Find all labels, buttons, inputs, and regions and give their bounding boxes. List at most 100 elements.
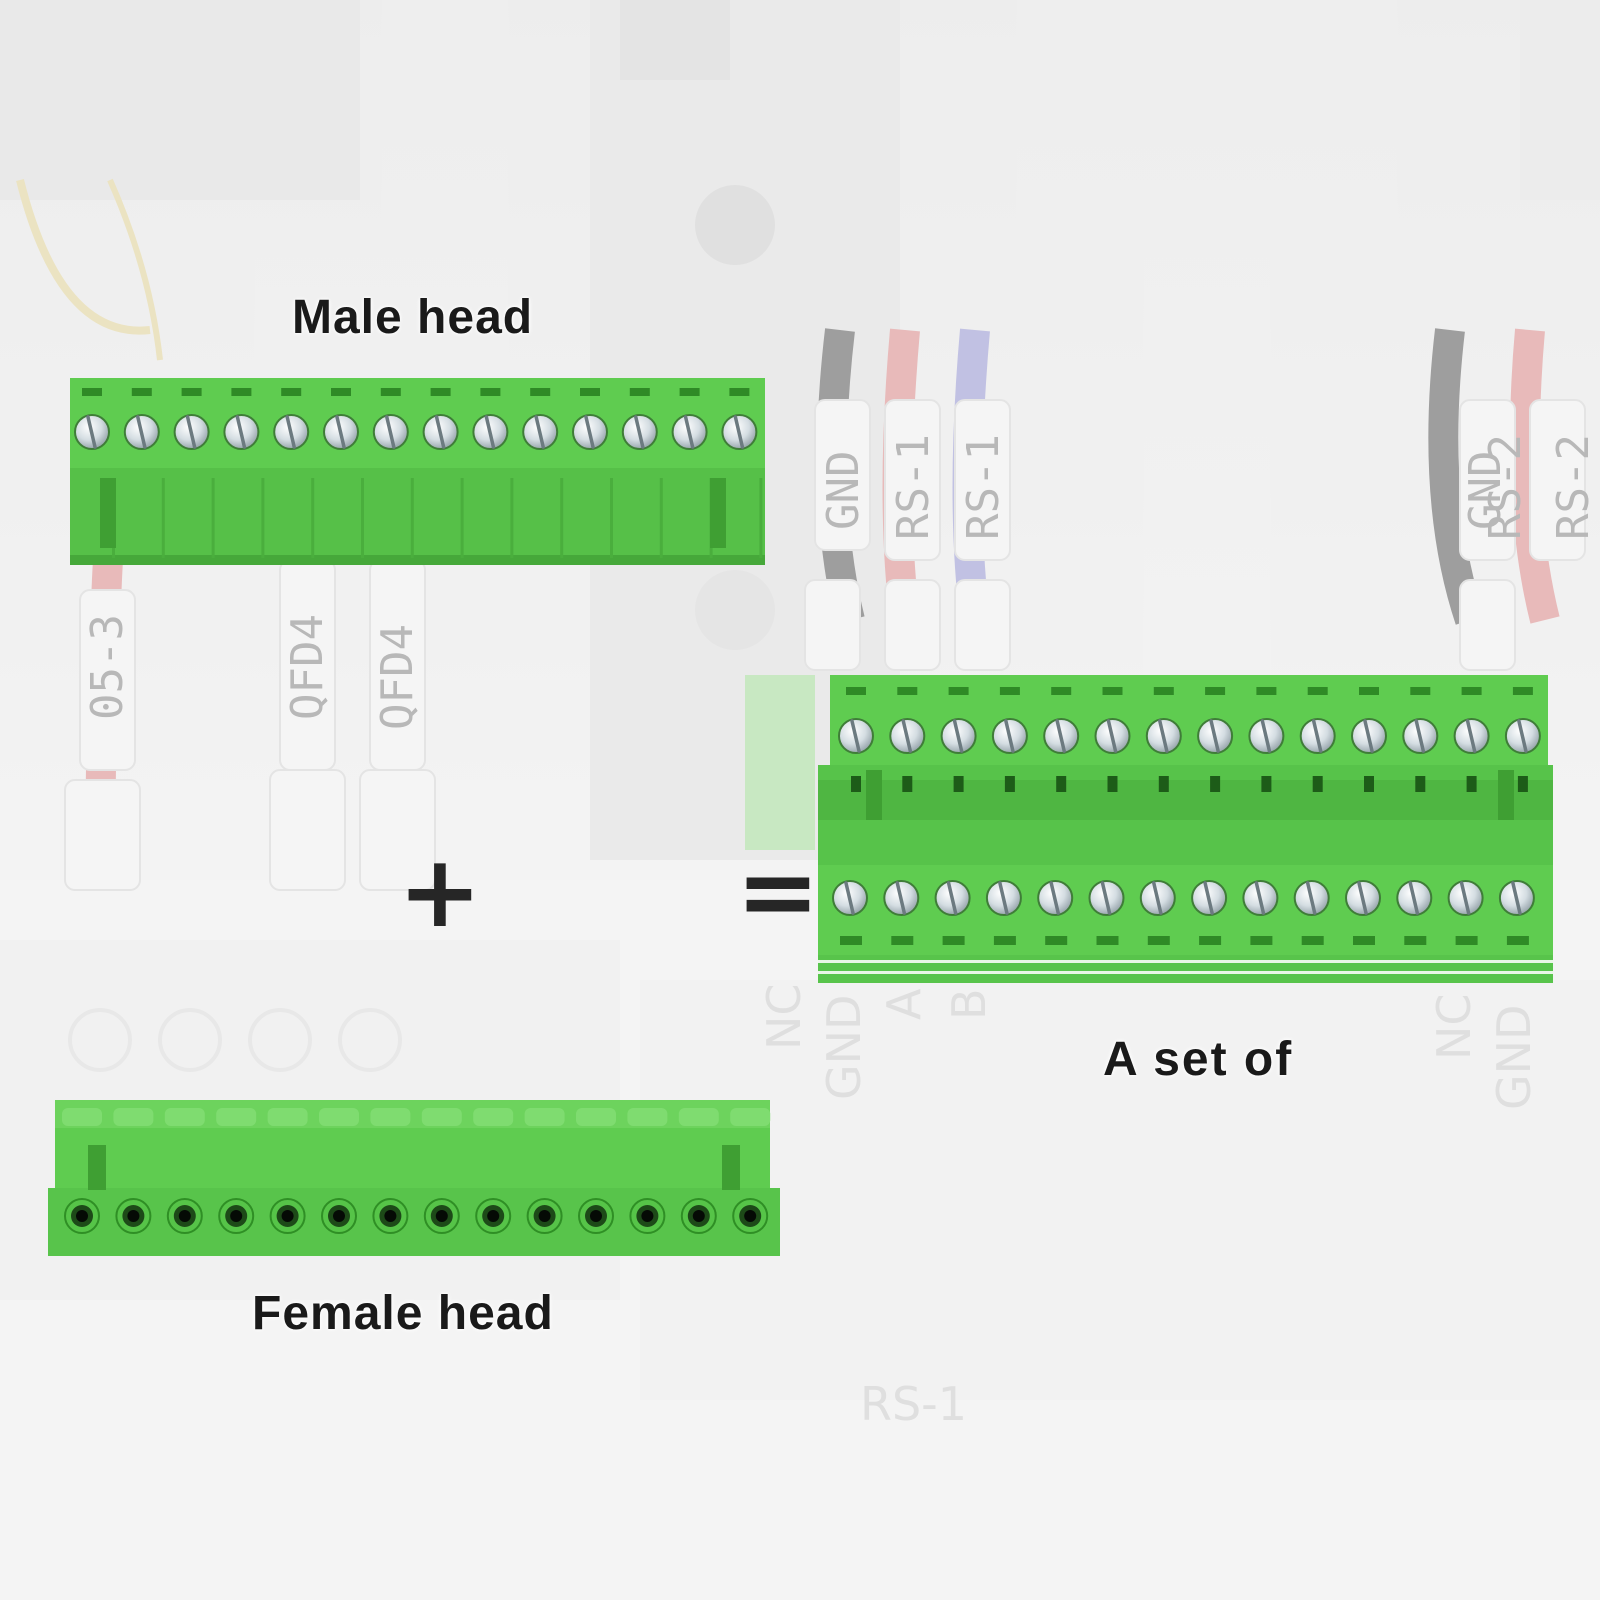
terminal-divider [510, 478, 514, 558]
pin-slot [1158, 776, 1169, 792]
terminal-slot [380, 388, 401, 396]
bg-sleeve-label: RS-1 [958, 434, 1009, 540]
terminal-divider [311, 478, 315, 558]
socket-hole-icon [218, 1198, 255, 1234]
screw-icon [1190, 879, 1228, 917]
terminal-slot [1051, 687, 1072, 695]
terminal-slot [999, 687, 1020, 695]
terminal-divider [211, 478, 215, 558]
socket-cap [730, 1108, 771, 1126]
screw-icon [1241, 879, 1280, 917]
bg-terminal-label: RS-1 [860, 1377, 967, 1431]
female-head-connector [48, 1100, 780, 1256]
screw-icon [322, 413, 360, 451]
screw-icon [933, 879, 972, 917]
screw-icon [720, 413, 759, 451]
socket-cap [216, 1108, 257, 1126]
bg-terminal-label: GND [817, 995, 871, 1100]
socket-cap [473, 1108, 514, 1126]
bg-sleeve-label: GND [818, 451, 869, 530]
terminal-slot [1359, 687, 1379, 695]
screw-icon [1350, 717, 1388, 755]
terminal-divider [460, 478, 464, 558]
screw-icon [172, 413, 211, 451]
terminal-slot [480, 388, 501, 396]
male-head-connector [70, 378, 765, 565]
terminal-slot [679, 388, 700, 396]
screw-icon [670, 413, 709, 451]
socket-cap [113, 1108, 154, 1126]
screw-icon [1344, 879, 1382, 917]
socket-cap [678, 1108, 719, 1126]
screw-icon [1292, 879, 1331, 917]
screw-icon [1452, 717, 1491, 755]
terminal-slot [1102, 687, 1123, 695]
socket-hole-icon [578, 1198, 614, 1234]
bg-sleeve-label: RS-2 [1480, 434, 1531, 540]
terminal-divider [361, 478, 364, 558]
terminal-slot [181, 388, 202, 396]
terminal-slot [629, 388, 650, 396]
socket-hole-icon [680, 1198, 717, 1234]
socket-cap [319, 1108, 359, 1126]
terminal-slot [430, 388, 451, 396]
terminal-divider [161, 478, 165, 558]
terminal-slot [281, 388, 302, 396]
socket-cap [421, 1108, 462, 1126]
socket-hole-icon [732, 1198, 769, 1234]
plus-sign: + [398, 833, 482, 950]
terminal-divider [610, 478, 613, 558]
screw-icon [1139, 879, 1177, 917]
socket-cap [576, 1108, 616, 1126]
socket-hole-icon [629, 1198, 666, 1234]
screw-icon [73, 413, 111, 451]
terminal-slot [1455, 936, 1478, 945]
set-label: A set of [1103, 1033, 1294, 1086]
pin-slot [1261, 776, 1272, 792]
terminal-slot [1096, 936, 1119, 945]
bg-sleeve-label: RS-1 [888, 434, 939, 540]
pin-slot [1004, 776, 1015, 792]
socket-hole-icon [166, 1198, 203, 1234]
screw-icon [421, 413, 460, 451]
terminal-slot [530, 388, 551, 396]
screw-icon [1298, 717, 1337, 755]
screw-icon [1401, 717, 1440, 755]
socket-hole-icon [423, 1198, 460, 1234]
screw-icon [272, 413, 310, 451]
socket-hole-icon [526, 1198, 563, 1234]
bg-terminal-label: B [942, 988, 996, 1020]
terminal-slot [1153, 687, 1174, 695]
terminal-slot [897, 687, 918, 695]
screw-icon [1395, 879, 1434, 917]
assembled-connector-set [818, 675, 1553, 983]
bg-sleeve-label: QFD4 [282, 614, 333, 720]
bg-sleeve-label: QFD4 [372, 624, 423, 730]
terminal-divider [410, 478, 414, 558]
bg-terminal-label: GND [1487, 1005, 1541, 1110]
pin-slot [1056, 776, 1067, 792]
terminal-slot [993, 936, 1016, 945]
screw-icon [1196, 717, 1234, 755]
terminal-divider [659, 478, 663, 558]
screw-icon [372, 413, 410, 451]
screw-icon [1036, 879, 1074, 917]
screw-icon [882, 879, 921, 917]
screw-icon [985, 879, 1023, 917]
pin-slot [1364, 776, 1374, 792]
terminal-slot [331, 388, 351, 396]
bg-terminal-label: NC [757, 983, 811, 1050]
terminal-slot [1199, 936, 1222, 945]
terminal-slot [1410, 687, 1431, 695]
screw-icon [621, 413, 659, 451]
socket-hole-icon [372, 1198, 409, 1234]
terminal-slot [1307, 687, 1328, 695]
terminal-slot [1353, 936, 1375, 945]
screw-icon [1247, 717, 1286, 755]
terminal-divider [759, 478, 763, 558]
terminal-slot [231, 388, 252, 396]
pin-slot [1415, 776, 1426, 792]
socket-hole-icon [64, 1198, 100, 1234]
screw-icon [1498, 879, 1536, 917]
socket-cap [524, 1108, 565, 1126]
